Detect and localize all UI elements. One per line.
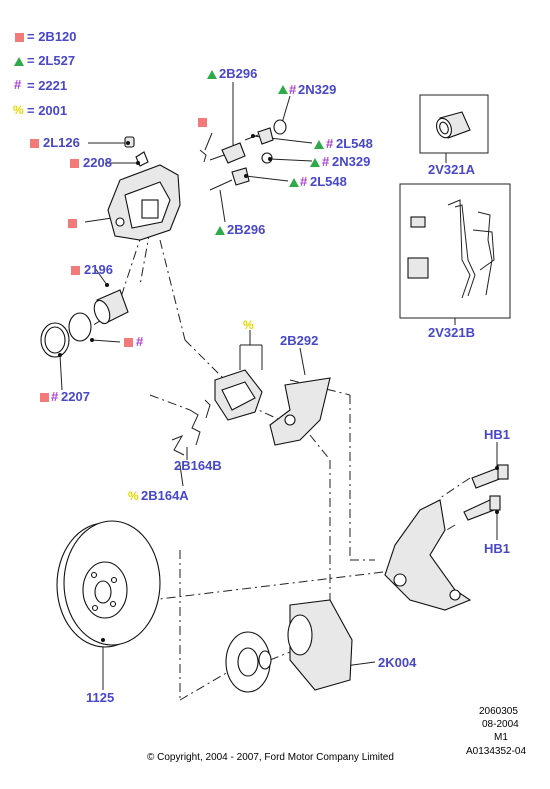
label-2l548-a: 2L548 bbox=[336, 136, 373, 151]
label-2196: 2196 bbox=[84, 262, 113, 277]
purple-hash-icon: # bbox=[322, 154, 330, 169]
caliper-anchor-bracket bbox=[269, 377, 331, 446]
yellow-percent-icon: % bbox=[13, 103, 24, 117]
kit-box-2v321a bbox=[419, 94, 489, 154]
leader-dots bbox=[58, 134, 499, 642]
legend-text-2221: = 2221 bbox=[27, 78, 68, 93]
label-hb1-top: HB1 bbox=[484, 427, 511, 442]
green-triangle-icon bbox=[278, 85, 288, 94]
meta-line-3: M1 bbox=[494, 732, 508, 743]
label-2b164b: 2B164B bbox=[174, 458, 222, 473]
red-square-icon bbox=[40, 393, 49, 402]
label-2v321a: 2V321A bbox=[428, 162, 475, 177]
pad-retaining-clips bbox=[171, 399, 211, 456]
brake-pads bbox=[214, 369, 263, 421]
splash-shield bbox=[287, 599, 353, 691]
purple-hash-icon: # bbox=[14, 77, 22, 92]
purple-hash-icon: # bbox=[326, 136, 334, 151]
label-2b164a: 2B164A bbox=[141, 488, 189, 503]
green-triangle-icon bbox=[314, 140, 324, 149]
label-2n329-top: 2N329 bbox=[298, 82, 337, 97]
label-2k004: 2K004 bbox=[378, 655, 417, 670]
label-2n329-b: 2N329 bbox=[332, 154, 371, 169]
piston-seals bbox=[40, 312, 92, 358]
purple-hash-icon: # bbox=[51, 389, 59, 404]
legend-text-2001: = 2001 bbox=[27, 103, 68, 118]
label-2207: 2207 bbox=[61, 389, 90, 404]
caliper-body bbox=[107, 164, 181, 241]
red-square-icon bbox=[15, 33, 24, 42]
green-triangle-icon bbox=[207, 70, 217, 79]
sleeve-part-2v321a bbox=[436, 111, 471, 139]
yellow-percent-icon: % bbox=[128, 489, 139, 503]
legend-text-2b120: = 2B120 bbox=[27, 29, 77, 44]
red-square-icon bbox=[68, 219, 77, 228]
red-square-icon bbox=[70, 159, 79, 168]
label-1125: 1125 bbox=[86, 690, 115, 705]
wheel-hub bbox=[225, 631, 272, 693]
label-2l126: 2L126 bbox=[43, 135, 80, 150]
red-square-icon bbox=[198, 118, 207, 127]
green-triangle-icon bbox=[310, 158, 320, 167]
meta-line-2: 08-2004 bbox=[482, 719, 519, 730]
label-hb1-bottom: HB1 bbox=[484, 541, 511, 556]
yellow-percent-icon: % bbox=[243, 318, 254, 332]
brake-rotor bbox=[56, 520, 161, 648]
meta-line-4: A0134352-04 bbox=[466, 746, 527, 757]
copyright-notice: © Copyright, 2004 - 2007, Ford Motor Com… bbox=[147, 752, 394, 763]
guide-pin-and-bushing-parts bbox=[124, 119, 287, 191]
caliper-piston bbox=[93, 289, 129, 325]
kit-parts-2v321b bbox=[407, 199, 495, 299]
green-triangle-icon bbox=[14, 57, 24, 66]
red-square-icon bbox=[124, 338, 133, 347]
purple-hash-icon: # bbox=[289, 82, 297, 97]
knuckle-bolts bbox=[463, 464, 509, 521]
label-2v321b: 2V321B bbox=[428, 325, 475, 340]
red-square-icon bbox=[71, 266, 80, 275]
steering-knuckle bbox=[384, 499, 472, 611]
red-square-icon bbox=[30, 139, 39, 148]
purple-hash-icon: # bbox=[136, 334, 144, 349]
label-2b296-bottom: 2B296 bbox=[227, 222, 266, 237]
meta-line-1: 2060305 bbox=[479, 706, 518, 717]
label-2l548-b: 2L548 bbox=[310, 174, 347, 189]
green-triangle-icon bbox=[215, 226, 225, 235]
label-2208: 2208 bbox=[83, 155, 112, 170]
label-2b296-top: 2B296 bbox=[219, 66, 258, 81]
green-triangle-icon bbox=[289, 178, 299, 187]
purple-hash-icon: # bbox=[300, 174, 308, 189]
legend-text-2l527: = 2L527 bbox=[27, 53, 76, 68]
label-2b292: 2B292 bbox=[280, 333, 319, 348]
